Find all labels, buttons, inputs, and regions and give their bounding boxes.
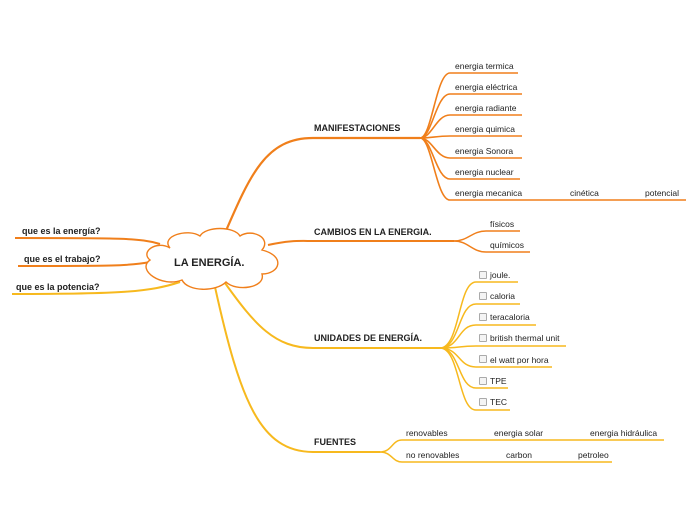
leaf-joule[interactable]: joule.	[490, 270, 511, 280]
center-cloud-shape	[145, 227, 279, 290]
unidades-connectors	[439, 281, 566, 411]
leaf-caloria[interactable]: caloria	[490, 291, 516, 301]
left-topic-potencia[interactable]: que es la potencia?	[16, 282, 100, 292]
topic-cambios[interactable]: CAMBIOS EN LA ENERGIA.	[314, 227, 432, 237]
leaf-tpe[interactable]: TPE	[490, 376, 507, 386]
leaf-renovables[interactable]: renovables	[406, 428, 448, 438]
manifestaciones-connectors	[419, 72, 686, 201]
cambios-connectors	[453, 230, 530, 253]
branch-fuentes	[214, 286, 380, 453]
leaf-no-renovables[interactable]: no renovables	[406, 450, 460, 460]
branch-left-potencia	[11, 281, 181, 295]
checkbox-teracaloria[interactable]	[479, 313, 487, 321]
leaf-energia-nuclear[interactable]: energia nuclear	[455, 167, 514, 177]
branch-cambios	[267, 239, 454, 246]
leaf-quimicos[interactable]: químicos	[490, 240, 525, 250]
leaf-energia-mecanica[interactable]: energia mecanica	[455, 188, 523, 198]
checkbox-caloria[interactable]	[479, 292, 487, 300]
leaf-teracaloria[interactable]: teracaloria	[490, 312, 530, 322]
leaf-energia-electrica[interactable]: energia eléctrica	[455, 82, 518, 92]
left-topic-trabajo[interactable]: que es el trabajo?	[24, 254, 101, 264]
branch-left-energia	[14, 237, 161, 245]
fuentes-connectors	[379, 439, 664, 463]
leaf-cinetica[interactable]: cinética	[570, 188, 599, 198]
leaf-energia-hidraulica[interactable]: energia hidráulica	[590, 428, 658, 438]
leaf-tec[interactable]: TEC	[490, 397, 507, 407]
leaf-energia-sonora[interactable]: energia Sonora	[455, 146, 514, 156]
checkbox-tpe[interactable]	[479, 377, 487, 385]
leaf-energia-termica[interactable]: energia termica	[455, 61, 514, 71]
leaf-watt-por-hora[interactable]: el watt por hora	[490, 355, 549, 365]
leaf-potencial[interactable]: potencial	[645, 188, 680, 198]
checkbox-watt-hora[interactable]	[479, 355, 487, 363]
branch-left-trabajo	[17, 261, 151, 267]
topic-unidades[interactable]: UNIDADES DE ENERGÍA.	[314, 333, 423, 343]
leaf-energia-solar[interactable]: energia solar	[494, 428, 544, 438]
checkbox-btu[interactable]	[479, 334, 487, 342]
leaf-fisicos[interactable]: físicos	[490, 219, 515, 229]
checkbox-tec[interactable]	[479, 398, 487, 406]
topic-fuentes[interactable]: FUENTES	[314, 437, 357, 447]
branch-manifestaciones	[220, 136, 420, 241]
topic-manifestaciones[interactable]: MANIFESTACIONES	[314, 123, 401, 133]
leaf-petroleo[interactable]: petroleo	[578, 450, 609, 460]
branch-unidades	[224, 282, 440, 349]
leaf-carbon[interactable]: carbon	[506, 450, 532, 460]
checkbox-joule[interactable]	[479, 271, 487, 279]
left-topic-energia[interactable]: que es la energía?	[22, 226, 101, 236]
center-node-label[interactable]: LA ENERGÍA.	[174, 257, 245, 269]
leaf-energia-radiante[interactable]: energia radiante	[455, 103, 517, 113]
leaf-energia-quimica[interactable]: energia quimica	[455, 124, 516, 134]
leaf-british-thermal-unit[interactable]: british thermal unit	[490, 333, 560, 343]
